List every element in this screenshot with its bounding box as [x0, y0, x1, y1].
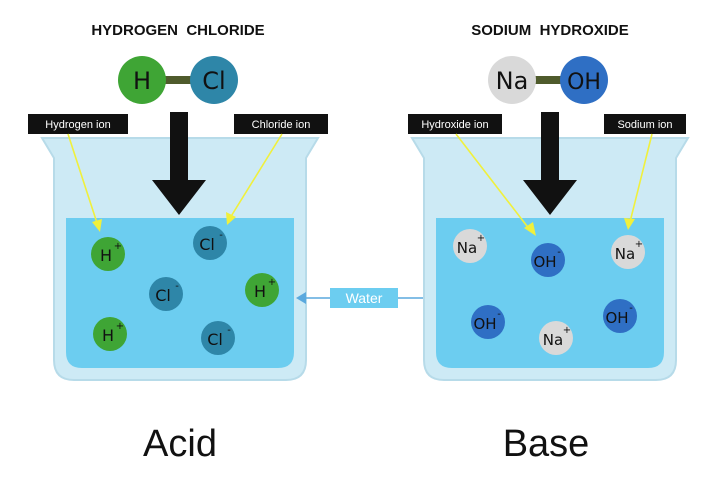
base-panel: SODIUM HYDROXIDE Na OH Hydroxide ion Sod… [408, 22, 690, 465]
svg-text:H: H [254, 282, 266, 301]
svg-text:+: + [635, 239, 643, 250]
chloride-ion-callout-box [234, 114, 328, 134]
svg-text:Na: Na [615, 245, 635, 263]
svg-text:Cl: Cl [207, 330, 223, 349]
chloride-ion-pointer-head [226, 212, 236, 225]
hydrogen-atom-label: H [133, 67, 151, 95]
chlorine-atom-label: Cl [202, 67, 225, 95]
ion-oh-2: OH - [471, 305, 505, 339]
ion-oh-1: OH - [531, 243, 565, 277]
ion-cl-2: Cl - [149, 277, 183, 311]
ion-h-1: H + [91, 237, 125, 271]
ion-cl-1: Cl - [193, 226, 227, 260]
ion-h-3: H + [93, 317, 127, 351]
hydrogen-atom [118, 56, 166, 104]
hydrogen-ion-pointer-head [92, 219, 102, 232]
ion-oh-3: OH - [603, 299, 637, 333]
sodium-ion-callout: Sodium ion [617, 119, 672, 131]
hcl-bond [160, 76, 194, 84]
svg-text:-: - [629, 303, 633, 314]
chlorine-atom [190, 56, 238, 104]
sodium-atom [488, 56, 536, 104]
svg-text:+: + [268, 277, 276, 288]
sodium-ion-pointer [629, 133, 653, 223]
svg-text:-: - [175, 281, 179, 292]
svg-text:+: + [563, 325, 571, 336]
svg-text:H: H [100, 246, 112, 265]
acid-compound-title: HYDROGEN CHLORIDE [91, 22, 264, 39]
base-compound-title: SODIUM HYDROXIDE [471, 22, 629, 39]
ion-na-1: Na + [453, 229, 487, 263]
ion-na-3: Na + [539, 321, 573, 355]
svg-text:-: - [497, 309, 501, 320]
svg-text:H: H [102, 326, 114, 345]
sodium-atom-label: Na [496, 67, 529, 95]
hydrogen-ion-pointer [67, 133, 99, 227]
hydroxide-ion-pointer-head [524, 222, 536, 236]
naoh-bond [530, 76, 564, 84]
svg-text:-: - [557, 247, 561, 258]
base-dissociation-arrow [523, 112, 577, 215]
chloride-ion-pointer [229, 133, 283, 219]
sodium-ion-callout-box [604, 114, 686, 134]
acid-panel: HYDROGEN CHLORIDE H Cl Hydrogen ion Chlo… [28, 22, 328, 465]
svg-text:Na: Na [543, 331, 563, 349]
svg-text:OH: OH [473, 315, 496, 333]
water-arrow-left-head [296, 292, 306, 304]
water-connector: Water [296, 288, 436, 308]
svg-text:Na: Na [457, 239, 477, 257]
hydroxide-ion-callout-box [408, 114, 502, 134]
svg-text:OH: OH [533, 253, 556, 271]
hydroxide-atom [560, 56, 608, 104]
hydrogen-ion-callout-box [28, 114, 128, 134]
svg-text:+: + [114, 241, 122, 252]
ion-cl-3: Cl - [201, 321, 235, 355]
water-label-box [330, 288, 398, 308]
svg-text:+: + [477, 233, 485, 244]
hydrogen-ion-callout: Hydrogen ion [45, 119, 110, 131]
hydroxide-ion-callout: Hydroxide ion [421, 119, 488, 131]
svg-text:OH: OH [605, 309, 628, 327]
acid-dissociation-arrow [152, 112, 206, 215]
base-label: Base [503, 423, 590, 465]
chloride-ion-callout: Chloride ion [252, 119, 311, 131]
svg-text:Cl: Cl [199, 235, 215, 254]
hydroxide-ion-pointer [455, 133, 531, 231]
sodium-ion-pointer-head [624, 218, 635, 230]
svg-text:+: + [116, 321, 124, 332]
svg-text:Cl: Cl [155, 286, 171, 305]
svg-text:-: - [227, 325, 231, 336]
svg-text:-: - [219, 230, 223, 241]
acid-label: Acid [143, 423, 217, 465]
hydroxide-atom-label: OH [567, 70, 601, 95]
ion-h-2: H + [245, 273, 279, 307]
ion-na-2: Na + [611, 235, 645, 269]
water-label: Water [346, 290, 383, 306]
